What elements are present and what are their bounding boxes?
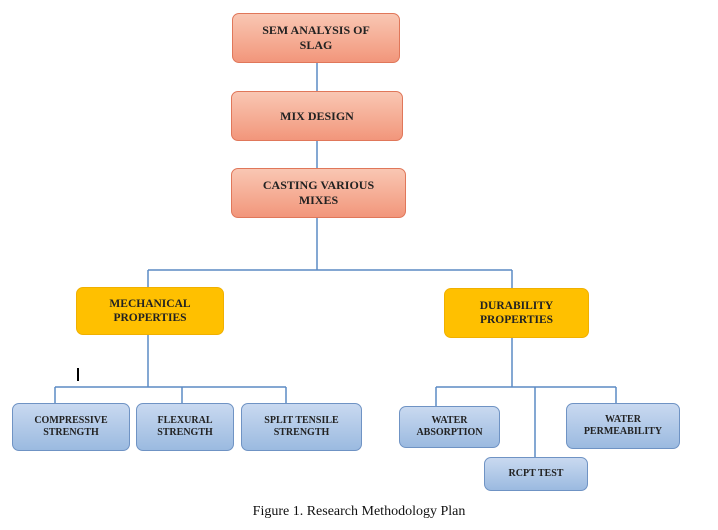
split-tensile-strength-label: SPLIT TENSILE STRENGTH xyxy=(264,414,339,439)
split-tensile-strength-box: SPLIT TENSILE STRENGTH xyxy=(241,403,362,451)
water-permeability-box: WATER PERMEABILITY xyxy=(566,403,680,449)
mix-design-label: MIX DESIGN xyxy=(280,108,354,123)
durability-properties-box: DURABILITY PROPERTIES xyxy=(444,288,589,338)
water-permeability-label: WATER PERMEABILITY xyxy=(583,413,663,438)
mix-design-box: MIX DESIGN xyxy=(231,91,403,141)
durability-properties-label: DURABILITY PROPERTIES xyxy=(479,299,554,326)
water-absorption-box: WATER ABSORPTION xyxy=(399,406,500,448)
rcpt-test-box: RCPT TEST xyxy=(484,457,588,491)
compressive-strength-label: COMPRESSIVE STRENGTH xyxy=(34,414,108,439)
casting-mixes-label: CASTING VARIOUS MIXES xyxy=(262,178,375,207)
flexural-strength-label: FLEXURAL STRENGTH xyxy=(157,414,213,439)
sem-analysis-box: SEM ANALYSIS OF SLAG xyxy=(232,13,400,63)
text-cursor xyxy=(77,368,79,381)
sem-analysis-label: SEM ANALYSIS OF SLAG xyxy=(262,23,370,52)
water-absorption-label: WATER ABSORPTION xyxy=(416,414,483,439)
figure-caption: Figure 1. Research Methodology Plan xyxy=(252,504,466,519)
compressive-strength-box: COMPRESSIVE STRENGTH xyxy=(12,403,130,451)
casting-mixes-box: CASTING VARIOUS MIXES xyxy=(231,168,406,218)
mechanical-properties-label: MECHANICAL PROPERTIES xyxy=(109,297,191,324)
rcpt-test-label: RCPT TEST xyxy=(508,467,564,479)
flexural-strength-box: FLEXURAL STRENGTH xyxy=(136,403,234,451)
mechanical-properties-box: MECHANICAL PROPERTIES xyxy=(76,287,224,335)
